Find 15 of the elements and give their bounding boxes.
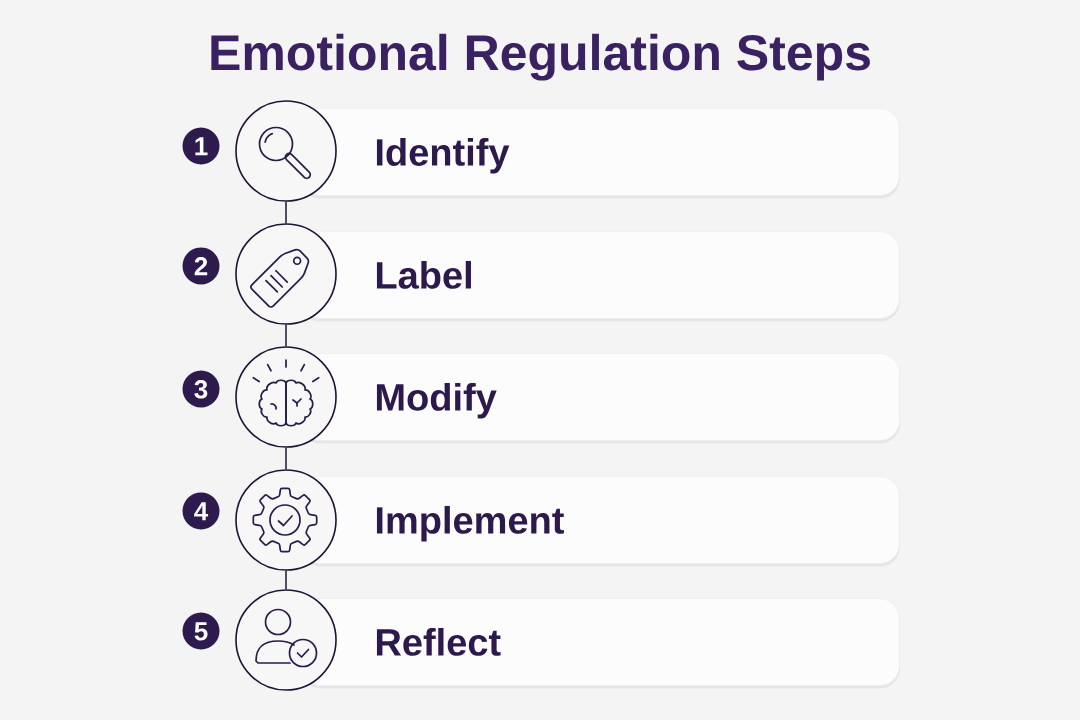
step-card: Identify: [300, 108, 900, 199]
step-card: Label: [300, 231, 900, 322]
title: Emotional Regulation Steps: [211, 33, 870, 81]
step-number: 5: [182, 612, 220, 650]
step-number: 4: [182, 492, 220, 530]
connector-line: [285, 447, 287, 470]
connector-line: [285, 201, 287, 224]
step-card: Reflect: [300, 598, 900, 689]
step-number: 1: [182, 127, 220, 165]
step-number: 2: [182, 247, 220, 285]
step-number: 3: [182, 370, 220, 408]
connector-line: [285, 570, 287, 590]
step-card: Implement: [300, 476, 900, 567]
connector-line: [285, 324, 287, 347]
step-card: Modify: [300, 353, 900, 444]
